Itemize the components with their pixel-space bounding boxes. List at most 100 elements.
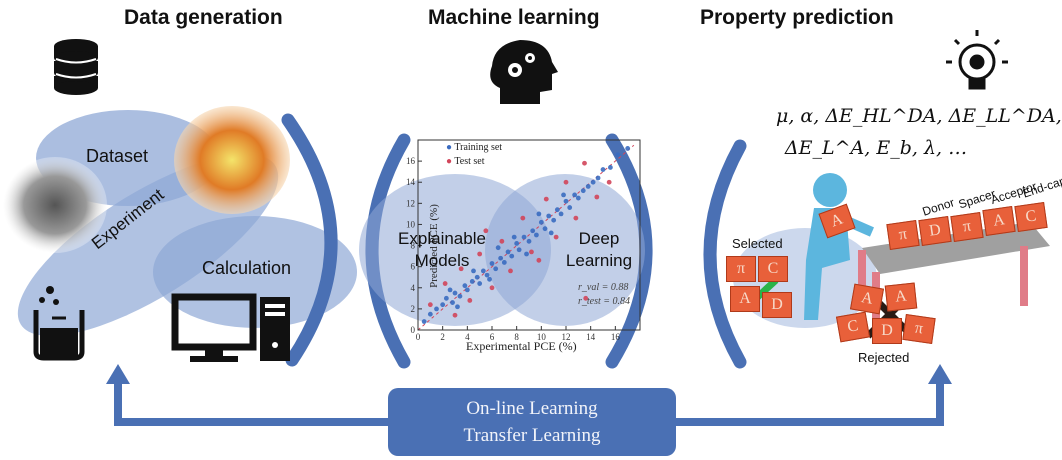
arc-right-left bbox=[703, 139, 747, 369]
x-tick-label: 12 bbox=[562, 332, 571, 342]
y-tick-label: 16 bbox=[406, 156, 416, 166]
training-set-point bbox=[421, 319, 427, 324]
x-tick-label: 2 bbox=[440, 332, 445, 342]
training-set-point bbox=[590, 179, 596, 185]
molecule-block: π bbox=[726, 256, 756, 282]
explainable-label: Explainable Models bbox=[398, 229, 486, 270]
section-title-data-generation: Data generation bbox=[124, 6, 283, 29]
molecule-block: A bbox=[730, 286, 760, 312]
test-set-point bbox=[543, 196, 549, 202]
molecule-block: D bbox=[762, 292, 792, 318]
training-set-point bbox=[471, 268, 476, 274]
training-set-point bbox=[538, 219, 544, 225]
r-test-annotation: r_test = 0.84 bbox=[578, 296, 631, 307]
arc-left-right bbox=[281, 113, 338, 367]
training-set-point bbox=[563, 198, 569, 204]
training-set-point bbox=[440, 302, 446, 308]
training-set-point bbox=[572, 192, 578, 198]
test-set-point bbox=[573, 215, 579, 221]
x-tick-label: 14 bbox=[586, 332, 596, 342]
y-tick-label: 6 bbox=[411, 262, 416, 272]
x-tick-label: 10 bbox=[537, 332, 547, 342]
training-set-point bbox=[625, 146, 631, 151]
property-formula: μ, α, ΔE_HL^DA, ΔE_LL^DA, ΔE_L^A, E_b, λ… bbox=[776, 105, 1062, 159]
dataset-label: Dataset bbox=[86, 146, 149, 166]
training-set-point bbox=[495, 245, 501, 251]
test-set-point bbox=[529, 249, 534, 255]
beaker-icon bbox=[33, 286, 85, 361]
molecule-block: A bbox=[884, 282, 918, 312]
molecule-block: D bbox=[918, 216, 952, 246]
test-set-point bbox=[452, 312, 458, 318]
training-set-point bbox=[561, 192, 566, 198]
test-set-point bbox=[563, 179, 569, 185]
molecule-block: π bbox=[886, 220, 920, 250]
y-tick-label: 10 bbox=[406, 219, 416, 229]
training-set-point bbox=[469, 279, 475, 284]
molecule-block: π bbox=[902, 314, 936, 344]
training-set-point bbox=[493, 266, 499, 272]
molecule-block: A bbox=[849, 283, 885, 315]
training-set-point bbox=[608, 165, 613, 170]
training-set-point bbox=[514, 241, 520, 246]
test-set-point bbox=[477, 251, 483, 257]
training-set-point bbox=[443, 295, 449, 301]
molecule-block: C bbox=[835, 311, 871, 343]
training-set-point bbox=[498, 255, 504, 261]
x-tick-label: 0 bbox=[416, 332, 421, 342]
y-tick-label: 8 bbox=[411, 241, 416, 251]
y-tick-label: 12 bbox=[406, 198, 415, 208]
training-set-point bbox=[452, 290, 458, 296]
training-set-point bbox=[447, 287, 453, 293]
training-set-point bbox=[524, 251, 529, 257]
training-set-point bbox=[548, 230, 554, 236]
y-tick-label: 2 bbox=[411, 304, 416, 314]
test-set-point bbox=[499, 238, 505, 244]
y-tick-label: 4 bbox=[411, 283, 416, 293]
training-set-point bbox=[516, 247, 522, 253]
molecule-block: A bbox=[982, 206, 1016, 236]
x-tick-label: 8 bbox=[514, 332, 519, 342]
training-set-point bbox=[542, 226, 548, 232]
calculation-label: Calculation bbox=[202, 258, 292, 278]
test-set-point bbox=[483, 228, 489, 234]
training-set-point bbox=[600, 167, 606, 172]
section-title-property-prediction: Property prediction bbox=[700, 6, 894, 29]
training-set-point bbox=[484, 272, 490, 278]
tem-image bbox=[3, 157, 107, 253]
training-set-point bbox=[501, 260, 507, 265]
database-icon bbox=[54, 39, 98, 95]
microscopy-image bbox=[174, 106, 290, 214]
training-set-point bbox=[585, 184, 591, 189]
training-set-point bbox=[558, 211, 564, 217]
training-set-point bbox=[509, 253, 515, 259]
molecule-block: C bbox=[1014, 202, 1048, 232]
training-set-point bbox=[530, 228, 536, 234]
training-set-point bbox=[536, 211, 542, 217]
molecule-block: π bbox=[950, 212, 984, 242]
test-set-point bbox=[427, 302, 433, 308]
test-set-point bbox=[489, 285, 495, 291]
computer-icon bbox=[171, 293, 290, 362]
selected-label: Selected bbox=[732, 236, 783, 251]
y-tick-label: 0 bbox=[411, 325, 416, 335]
molecule-block: D bbox=[872, 318, 902, 344]
test-set-point bbox=[606, 179, 612, 185]
legend-test: ● Test set bbox=[446, 156, 485, 167]
chart-frame bbox=[417, 139, 641, 331]
training-set-point bbox=[595, 175, 601, 181]
training-set-point bbox=[450, 300, 455, 305]
test-set-point bbox=[458, 266, 464, 272]
x-tick-label: 6 bbox=[490, 332, 495, 342]
training-set-point bbox=[505, 249, 511, 255]
training-set-point bbox=[521, 234, 527, 240]
y-tick-label: 14 bbox=[406, 177, 416, 187]
training-set-point bbox=[477, 281, 483, 286]
training-set-point bbox=[434, 306, 439, 312]
x-tick-label: 16 bbox=[611, 332, 621, 342]
feedback-box: On-line Learning Transfer Learning bbox=[388, 388, 676, 456]
training-set-point bbox=[551, 217, 557, 223]
training-set-point bbox=[615, 152, 621, 158]
test-set-point bbox=[536, 257, 542, 263]
